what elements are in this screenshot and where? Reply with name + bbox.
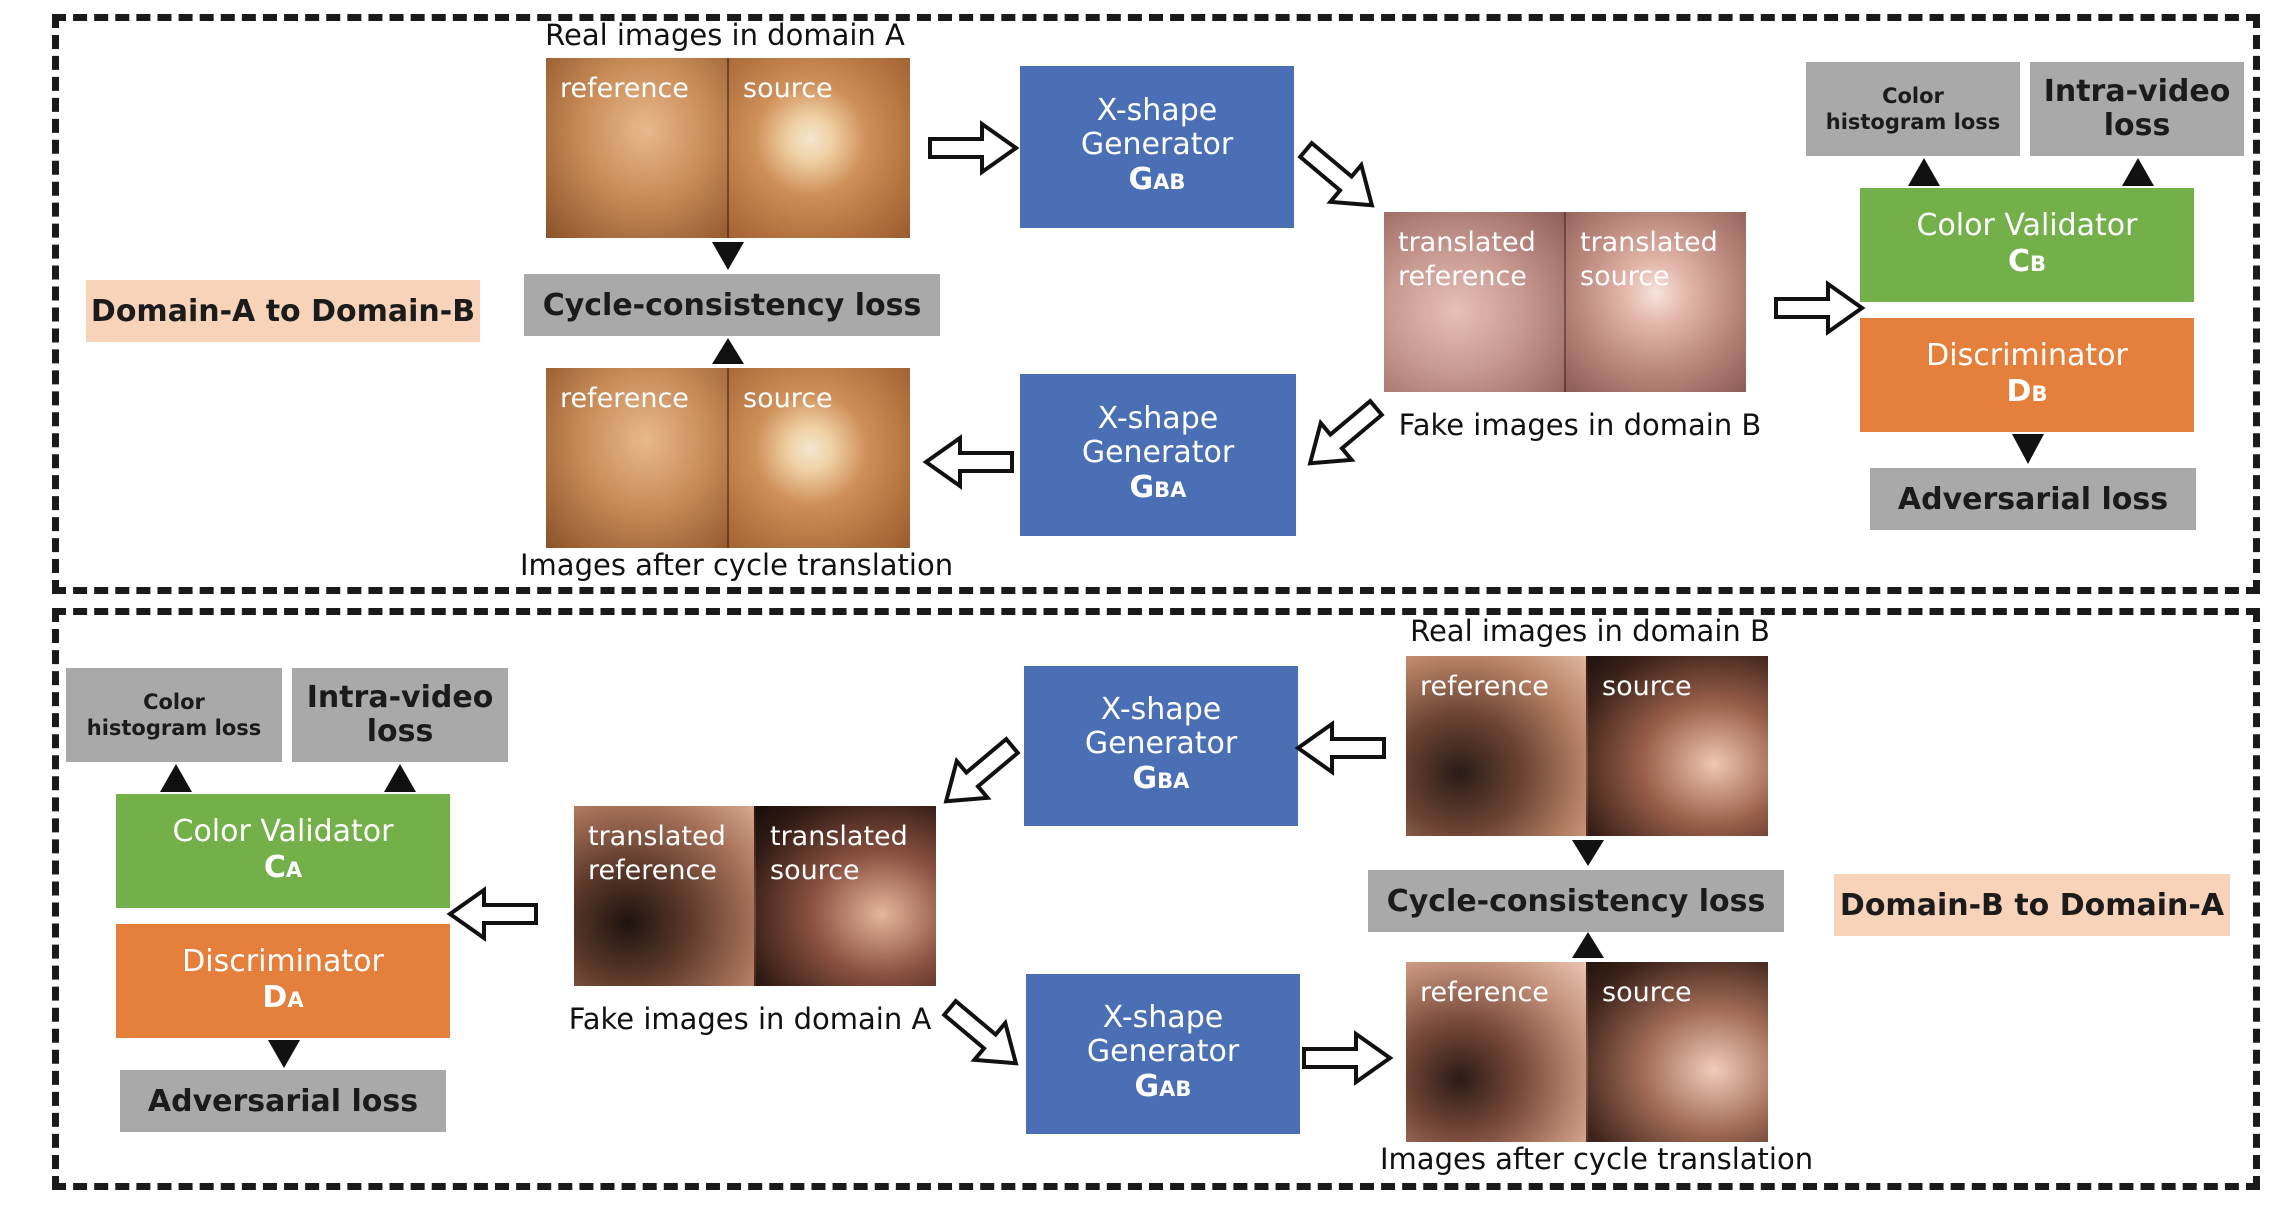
validator-label: Color Validator	[172, 814, 394, 849]
cycle-images-a-caption: Images after cycle translation	[520, 548, 954, 582]
arrow-real-b-to-cycle-loss	[1572, 840, 1604, 866]
arrow-validator-to-hist-loss-bottom	[160, 764, 192, 792]
real-images-b-caption: Real images in domain B	[1410, 614, 1770, 648]
color-validator-a: Color Validator CA	[116, 794, 450, 908]
image-label: reference	[1420, 671, 1549, 702]
color-histogram-loss-top: Color histogram loss	[1806, 62, 2020, 156]
arrow-real-a-to-gen-ab	[928, 122, 1018, 174]
real-image-b-source: source	[1586, 656, 1768, 836]
fake-images-a: translated reference translated source	[574, 806, 936, 986]
real-images-a: reference source	[546, 58, 910, 238]
fake-images-b-caption: Fake images in domain B	[1398, 408, 1762, 442]
generator-ab-bottom: X-shape Generator GAB	[1026, 974, 1300, 1134]
adversarial-loss-bottom: Adversarial loss	[120, 1070, 446, 1132]
arrow-fake-a-to-gen-ab	[932, 987, 1034, 1084]
generator-ba-bottom: X-shape Generator GBA	[1024, 666, 1298, 826]
discriminator-label: Discriminator	[182, 944, 384, 979]
adversarial-loss-top: Adversarial loss	[1870, 468, 2196, 530]
arrow-real-a-to-cycle-loss	[712, 242, 744, 270]
generator-ba-top: X-shape Generator GBA	[1020, 374, 1296, 536]
generator-line2: Generator	[1081, 435, 1235, 470]
image-label: reference	[560, 73, 689, 104]
top-panel	[52, 14, 2260, 594]
cycle-image-a-source: source	[727, 368, 910, 548]
fake-image-b-source: translated source	[1564, 212, 1746, 392]
color-validator-b: Color Validator CB	[1860, 188, 2194, 302]
real-images-b: reference source	[1406, 656, 1768, 836]
generator-line1: X-shape	[1096, 93, 1218, 128]
domain-b-to-a-tag: Domain-B to Domain-A	[1834, 874, 2230, 936]
validator-symbol: CB	[2007, 244, 2047, 279]
fake-image-a-source: translated source	[754, 806, 936, 986]
generator-line2: Generator	[1086, 1034, 1240, 1069]
image-label: translated source	[1580, 227, 1718, 292]
fake-image-a-reference: translated reference	[574, 806, 754, 986]
generator-symbol: GBA	[1129, 470, 1187, 505]
cycle-images-b-caption: Images after cycle translation	[1380, 1142, 1814, 1176]
validator-label: Color Validator	[1916, 208, 2138, 243]
arrow-gen-ba-to-cycle-a	[924, 436, 1014, 488]
generator-symbol: GBA	[1132, 761, 1190, 796]
cycle-images-a: reference source	[546, 368, 910, 548]
arrow-discriminator-to-adv-loss-bottom	[268, 1040, 300, 1068]
arrow-validator-to-intra-loss-bottom	[384, 764, 416, 792]
arrow-discriminator-to-adv-loss-top	[2012, 434, 2044, 464]
bottom-panel	[52, 608, 2260, 1190]
cycle-consistency-loss-top: Cycle-consistency loss	[524, 274, 940, 336]
arrow-fake-a-to-validator	[448, 888, 538, 940]
cycle-image-b-source: source	[1586, 962, 1768, 1142]
generator-line1: X-shape	[1097, 401, 1219, 436]
generator-symbol: GAB	[1128, 162, 1186, 197]
discriminator-label: Discriminator	[1926, 338, 2128, 373]
image-label: reference	[1420, 977, 1549, 1008]
real-image-b-reference: reference	[1406, 656, 1586, 836]
arrow-gen-ba-to-fake-a	[928, 725, 1030, 822]
cycle-image-a-reference: reference	[546, 368, 727, 548]
generator-line1: X-shape	[1100, 692, 1222, 727]
real-image-a-reference: reference	[546, 58, 727, 238]
arrow-cycle-a-to-cycle-loss	[712, 338, 744, 364]
arrow-fake-b-to-validator	[1774, 282, 1864, 334]
image-label: translated reference	[588, 821, 726, 886]
cycle-consistency-loss-bottom: Cycle-consistency loss	[1368, 870, 1784, 932]
discriminator-symbol: DB	[2006, 374, 2048, 409]
domain-a-to-b-tag: Domain-A to Domain-B	[86, 280, 480, 342]
color-histogram-loss-bottom: Color histogram loss	[66, 668, 282, 762]
arrow-real-b-to-gen-ba	[1296, 722, 1386, 774]
fake-images-a-caption: Fake images in domain A	[568, 1002, 932, 1036]
image-label: translated reference	[1398, 227, 1536, 292]
image-label: source	[1602, 671, 1692, 702]
image-label: source	[743, 73, 833, 104]
real-image-a-source: source	[727, 58, 910, 238]
generator-ab-top: X-shape Generator GAB	[1020, 66, 1294, 228]
intra-video-loss-top: Intra-video loss	[2030, 62, 2244, 156]
generator-line2: Generator	[1084, 726, 1238, 761]
generator-symbol: GAB	[1134, 1069, 1192, 1104]
cycle-images-b: reference source	[1406, 962, 1768, 1142]
validator-symbol: CA	[263, 850, 303, 885]
arrow-gen-ab-to-cycle-b	[1302, 1032, 1392, 1084]
discriminator-b: Discriminator DB	[1860, 318, 2194, 432]
image-label: translated source	[770, 821, 908, 886]
arrow-fake-b-to-gen-ba	[1292, 387, 1394, 484]
arrow-validator-to-hist-loss-top	[1908, 158, 1940, 186]
generator-line1: X-shape	[1102, 1000, 1224, 1035]
cycle-image-b-reference: reference	[1406, 962, 1586, 1142]
image-label: source	[1602, 977, 1692, 1008]
intra-video-loss-bottom: Intra-video loss	[292, 668, 508, 762]
arrow-cycle-b-to-cycle-loss	[1572, 932, 1604, 958]
generator-line2: Generator	[1080, 127, 1234, 162]
real-images-a-caption: Real images in domain A	[545, 18, 905, 52]
discriminator-symbol: DA	[262, 980, 304, 1015]
image-label: reference	[560, 383, 689, 414]
discriminator-a: Discriminator DA	[116, 924, 450, 1038]
arrow-validator-to-intra-loss-top	[2122, 158, 2154, 186]
fake-images-b: translated reference translated source	[1384, 212, 1746, 392]
fake-image-b-reference: translated reference	[1384, 212, 1564, 392]
image-label: source	[743, 383, 833, 414]
arrow-gen-ab-to-fake-b	[1288, 129, 1390, 226]
